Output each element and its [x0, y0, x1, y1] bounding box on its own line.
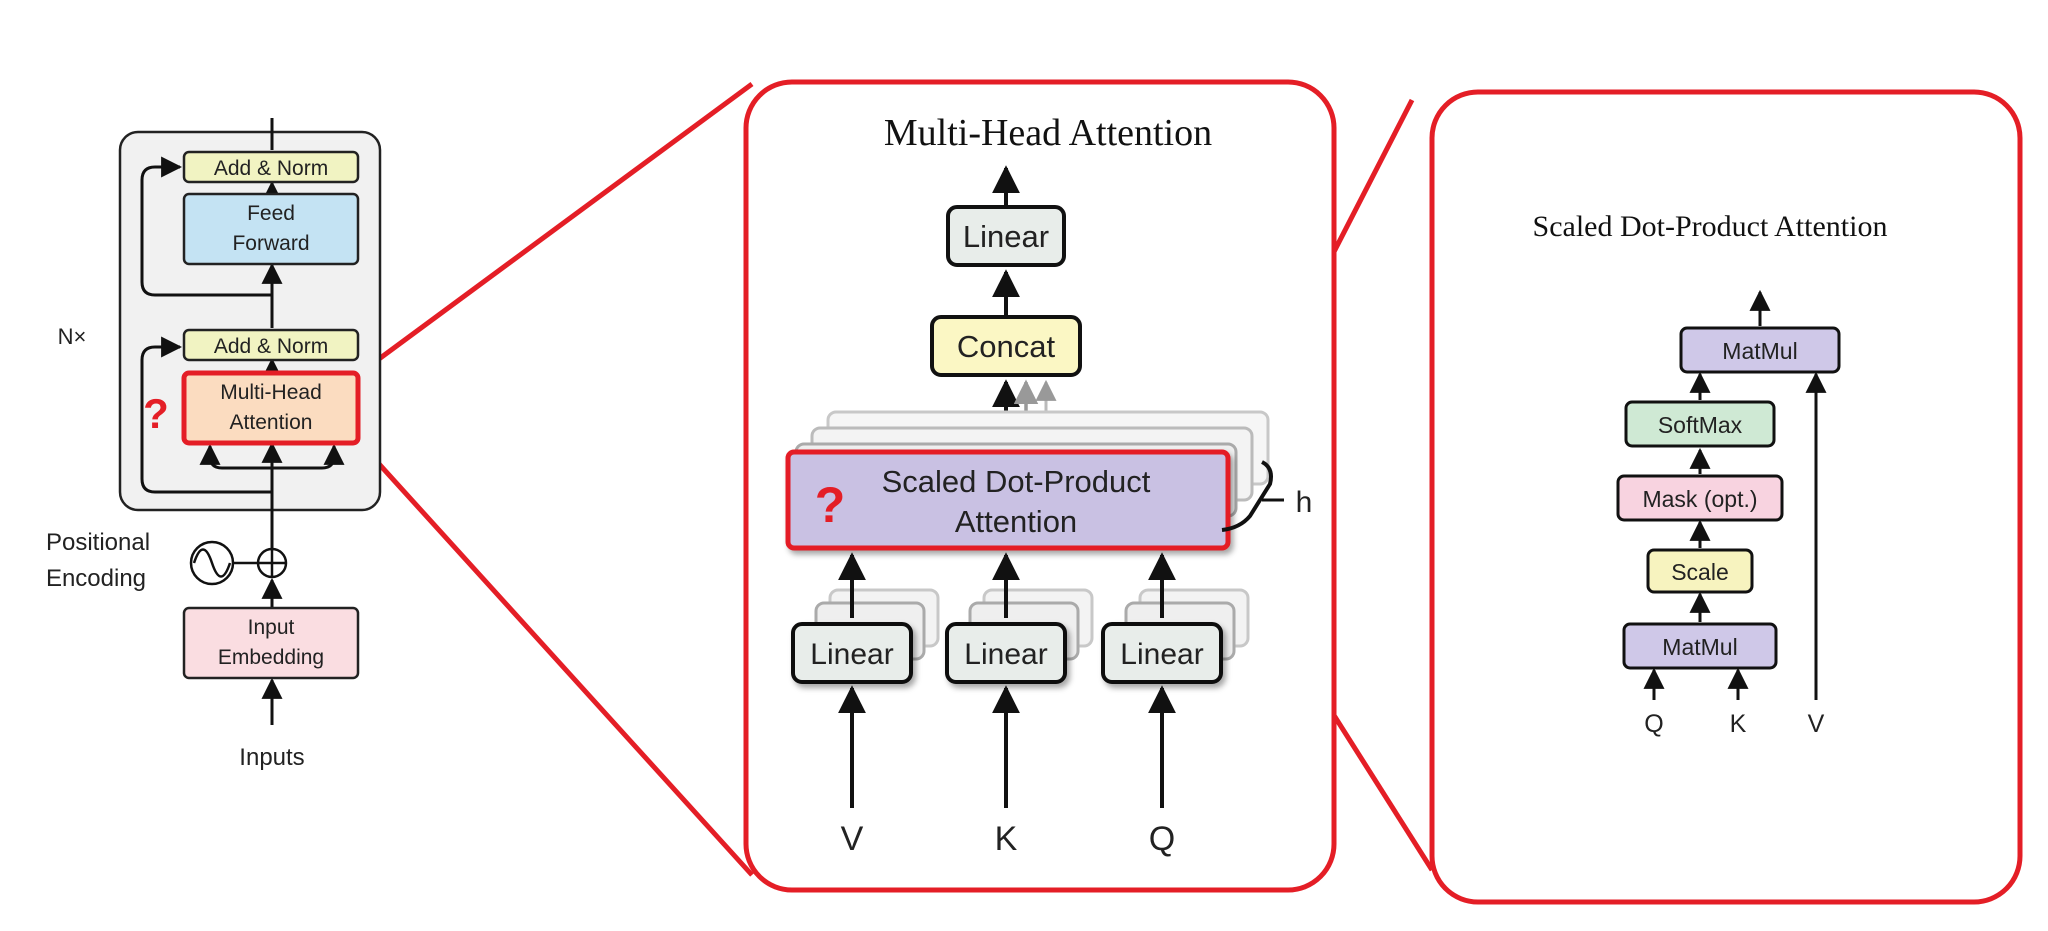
sdpa-box: [785, 449, 1231, 551]
inputs-label: Inputs: [239, 744, 304, 771]
encoder-question-mark: ?: [143, 390, 169, 437]
linear-top-box: [946, 205, 1066, 267]
concat-box: [930, 315, 1082, 377]
add-norm-top-label: Add & Norm: [214, 157, 328, 180]
mha-label-1: Multi-Head: [220, 381, 322, 404]
residual-feedforward: [140, 156, 272, 297]
arrow-branch-right: [272, 443, 345, 470]
linear-v-group: Linear V: [791, 552, 940, 858]
sdp-input-v-label: V: [1808, 710, 1825, 738]
add-norm-mid-label: Add & Norm: [214, 335, 328, 358]
linear-q-label: Linear: [1120, 638, 1203, 671]
matmul-bottom-box: [1622, 622, 1778, 670]
sdp-input-k-label: K: [1730, 710, 1747, 738]
multi-head-diagram: Multi-Head Attention Linear Concat Scale…: [785, 112, 1313, 858]
linear-k-box: [945, 622, 1067, 684]
input-v-label: V: [841, 820, 864, 858]
sdpa-label-1: Scaled Dot-Product: [882, 464, 1151, 499]
matmul-top-box: [1679, 326, 1841, 374]
softmax-label: SoftMax: [1658, 412, 1743, 438]
repeat-label: N×: [58, 324, 87, 349]
linear-top-label: Linear: [963, 219, 1049, 254]
scale-label: Scale: [1671, 559, 1729, 585]
linear-q-group: Linear Q: [1101, 552, 1250, 858]
matmul-top-label: MatMul: [1722, 338, 1797, 364]
input-k-label: K: [995, 820, 1018, 858]
linear-v-box: [791, 622, 913, 684]
zoom-line-top-left: [358, 81, 754, 376]
linear-k-group: Linear K: [945, 552, 1094, 858]
multi-head-attention-highlight: [181, 370, 361, 446]
feed-forward-label-2: Forward: [232, 232, 309, 255]
mask-label: Mask (opt.): [1642, 486, 1757, 512]
feed-forward: [182, 192, 360, 266]
head-brace: [1221, 460, 1273, 532]
matmul-bottom-label: MatMul: [1662, 634, 1737, 660]
positional-encoding-label-1: Positional: [46, 529, 150, 556]
positional-encoding-label-2: Encoding: [46, 565, 146, 592]
encoder-diagram: N× Add & Norm Feed Forward Add & Norm Mu…: [46, 118, 382, 771]
multi-head-title: Multi-Head Attention: [884, 112, 1212, 154]
linear-k-label: Linear: [964, 638, 1047, 671]
concat-label: Concat: [957, 329, 1056, 364]
sdpa-label-2: Attention: [955, 504, 1077, 539]
arrow-branch-left: [199, 443, 272, 470]
softmax-box: [1624, 400, 1776, 448]
add-norm-mid: [182, 328, 360, 362]
input-q-label: Q: [1149, 820, 1175, 858]
h-label: h: [1296, 486, 1313, 519]
sdpa-question-mark: ?: [815, 477, 846, 533]
input-embedding-label-2: Embedding: [218, 646, 324, 669]
feed-forward-label-1: Feed: [247, 202, 295, 225]
residual-attention: [140, 336, 272, 494]
encoder-block: [118, 130, 382, 512]
scale-box: [1646, 548, 1754, 594]
input-embedding-label-1: Input: [248, 616, 295, 639]
input-embedding: [182, 606, 360, 680]
mask-box: [1616, 474, 1784, 522]
linear-q-box: [1101, 622, 1223, 684]
add-norm-top: [182, 150, 360, 184]
mha-label-2: Attention: [230, 411, 313, 434]
zoom-line-bottom-left: [358, 441, 754, 877]
scaled-dot-title: Scaled Dot-Product Attention: [1533, 210, 1888, 243]
linear-v-label: Linear: [810, 638, 893, 671]
scaled-dot-diagram: Scaled Dot-Product Attention MatMul Soft…: [1533, 210, 1888, 738]
sdp-input-q-label: Q: [1644, 710, 1663, 738]
